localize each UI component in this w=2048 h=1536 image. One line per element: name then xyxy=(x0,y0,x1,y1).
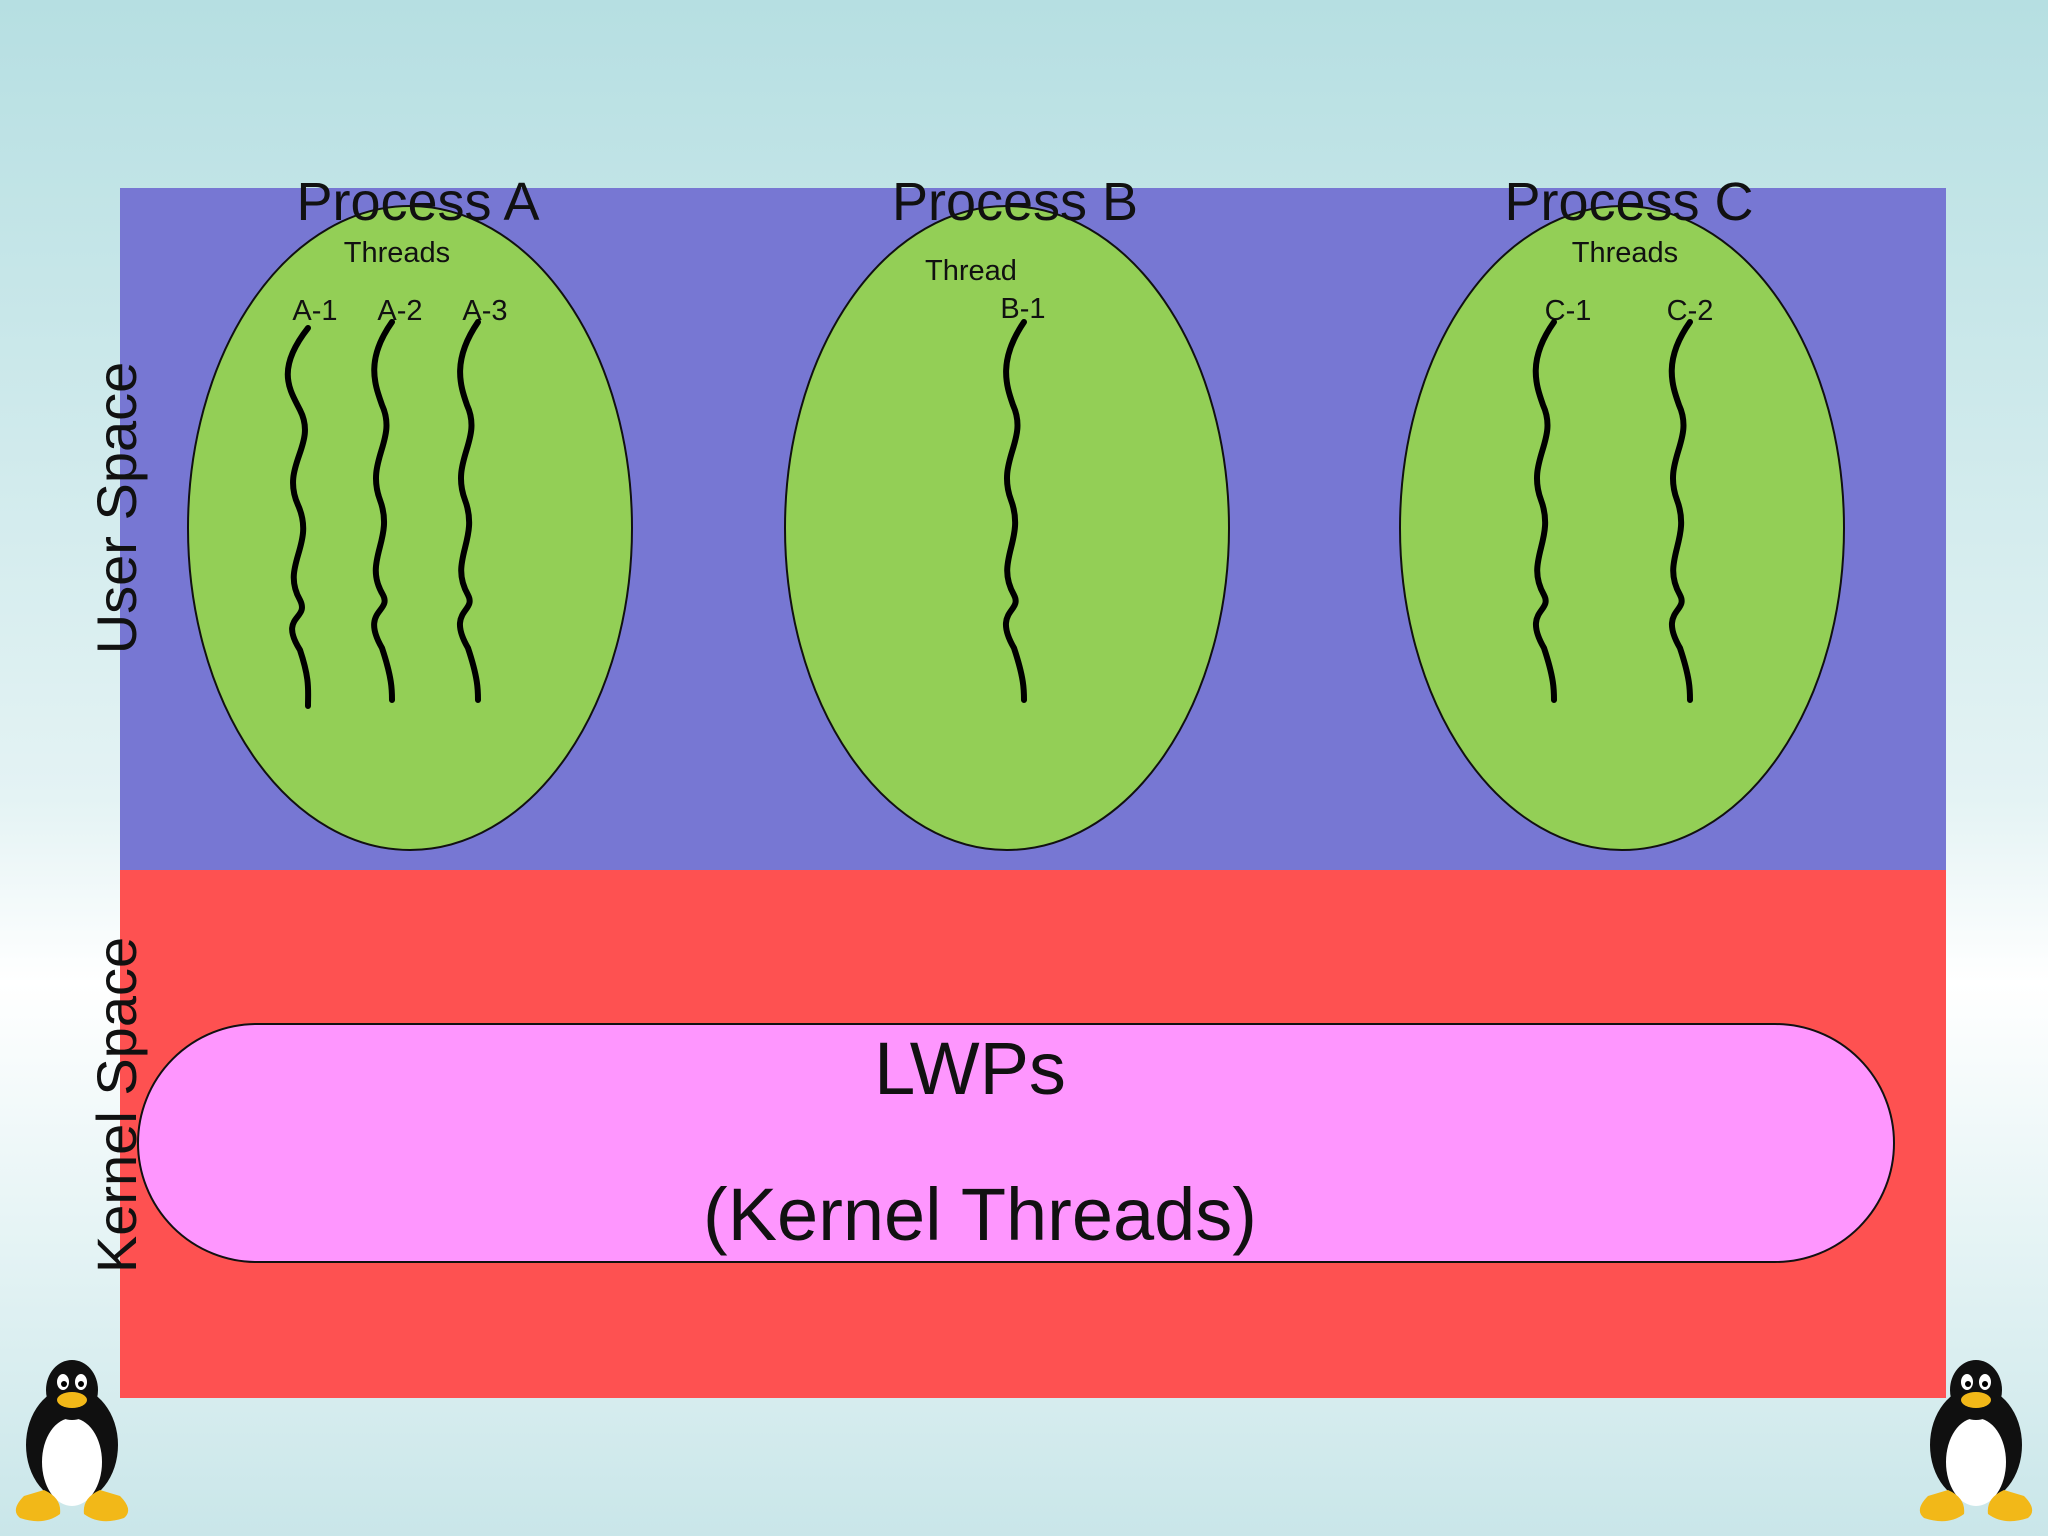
thread-line-a1 xyxy=(284,325,312,709)
process-a-threads-label: Threads xyxy=(344,237,450,269)
process-c-ellipse xyxy=(1399,205,1845,851)
process-b-ellipse xyxy=(784,205,1230,851)
tux-penguin-icon xyxy=(15,1360,129,1522)
process-b-title: Process B xyxy=(892,172,1138,232)
process-c-threads-label: Threads xyxy=(1572,237,1678,269)
process-b-threads-label: Thread xyxy=(925,255,1017,287)
user-space-label: User Space xyxy=(85,362,148,655)
thread-line-c2 xyxy=(1668,319,1693,703)
thread-line-c1 xyxy=(1532,319,1557,703)
thread-label-a3: A-3 xyxy=(462,295,507,327)
process-a-ellipse xyxy=(187,205,633,851)
thread-line-b1 xyxy=(1003,319,1027,703)
process-a-title: Process A xyxy=(296,172,539,232)
thread-label-a1: A-1 xyxy=(292,295,337,327)
lwp-pill xyxy=(137,1023,1895,1263)
thread-line-a2 xyxy=(371,319,395,703)
kernel-space-label: Kernel Space xyxy=(85,937,148,1273)
thread-line-a3 xyxy=(457,319,481,703)
lwp-subtitle: (Kernel Threads) xyxy=(703,1173,1257,1256)
thread-label-a2: A-2 xyxy=(377,295,422,327)
process-c-title: Process C xyxy=(1504,172,1753,232)
lwp-title: LWPs xyxy=(874,1027,1066,1110)
